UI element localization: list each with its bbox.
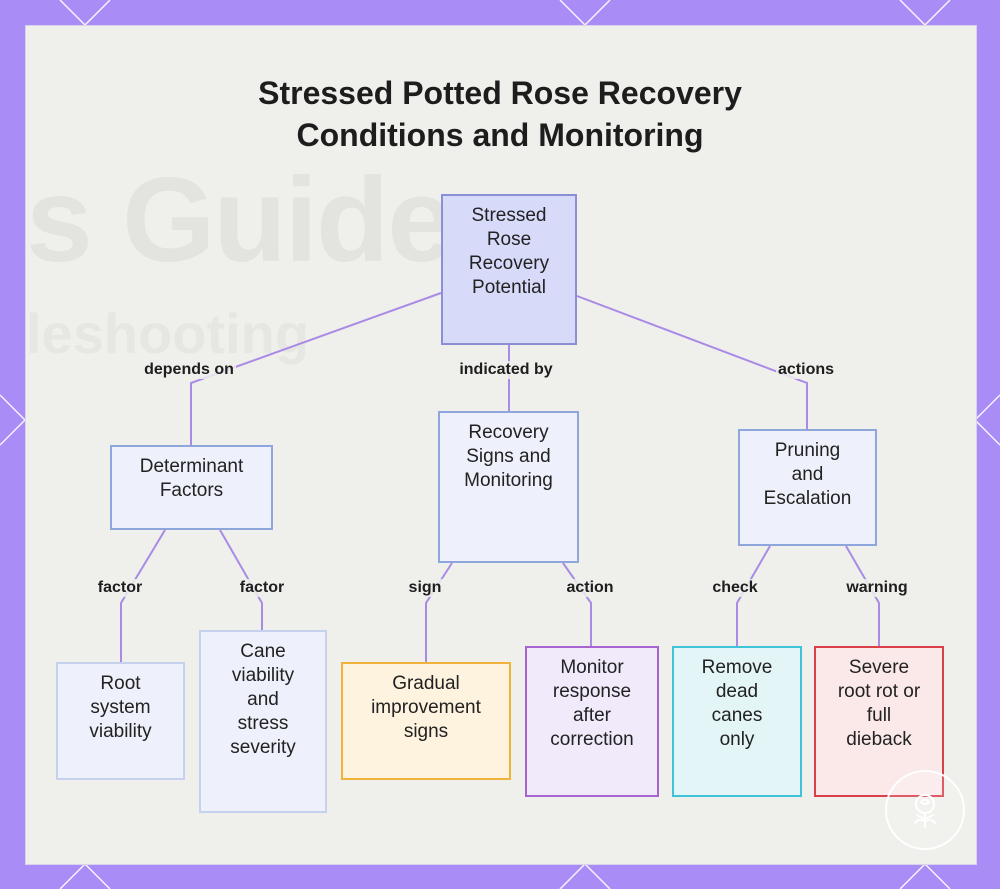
node-recovery-signs-monitoring: Recovery Signs and Monitoring — [438, 411, 579, 563]
edge-label-factor-right: factor — [237, 579, 287, 597]
node-stressed-rose-recovery-potential: Stressed Rose Recovery Potential — [441, 194, 577, 345]
edge-label-warning: warning — [844, 579, 910, 597]
edge-pruning-remove — [736, 545, 771, 646]
node-remove-dead-canes: Remove dead canes only — [672, 646, 802, 797]
title-line-2: Conditions and Monitoring — [296, 117, 704, 153]
node-monitor-response: Monitor response after correction — [525, 646, 659, 797]
edge-recovery-monitor — [562, 562, 592, 646]
node-determinant-factors: Determinant Factors — [110, 445, 273, 530]
edge-label-action: action — [564, 579, 616, 597]
node-severe-root-rot: Severe root rot or full dieback — [814, 646, 944, 797]
edge-label-depends-on: depends on — [142, 361, 236, 379]
title-line-1: Stressed Potted Rose Recovery — [258, 75, 742, 111]
edge-label-actions: actions — [775, 361, 837, 379]
edge-label-factor-left: factor — [95, 579, 145, 597]
edge-pruning-severe — [845, 545, 880, 646]
edge-root-determinant — [190, 292, 442, 445]
node-cane-viability-stress: Cane viability and stress severity — [199, 630, 327, 813]
edge-root-pruning — [576, 295, 808, 429]
diagram-title: Stressed Potted Rose Recovery Conditions… — [0, 72, 1000, 156]
edge-label-sign: sign — [406, 579, 444, 597]
node-gradual-improvement-signs: Gradual improvement signs — [341, 662, 511, 780]
node-root-system-viability: Root system viability — [56, 662, 185, 780]
rose-emblem-icon — [914, 794, 936, 828]
edge-recovery-gradual — [425, 562, 453, 662]
edge-determinant-root-system — [120, 529, 166, 662]
edge-label-check: check — [710, 579, 760, 597]
edge-determinant-cane — [219, 529, 263, 630]
rose-emblem-badge — [885, 770, 965, 850]
edge-label-indicated-by: indicated by — [457, 361, 555, 379]
node-pruning-escalation: Pruning and Escalation — [738, 429, 877, 546]
